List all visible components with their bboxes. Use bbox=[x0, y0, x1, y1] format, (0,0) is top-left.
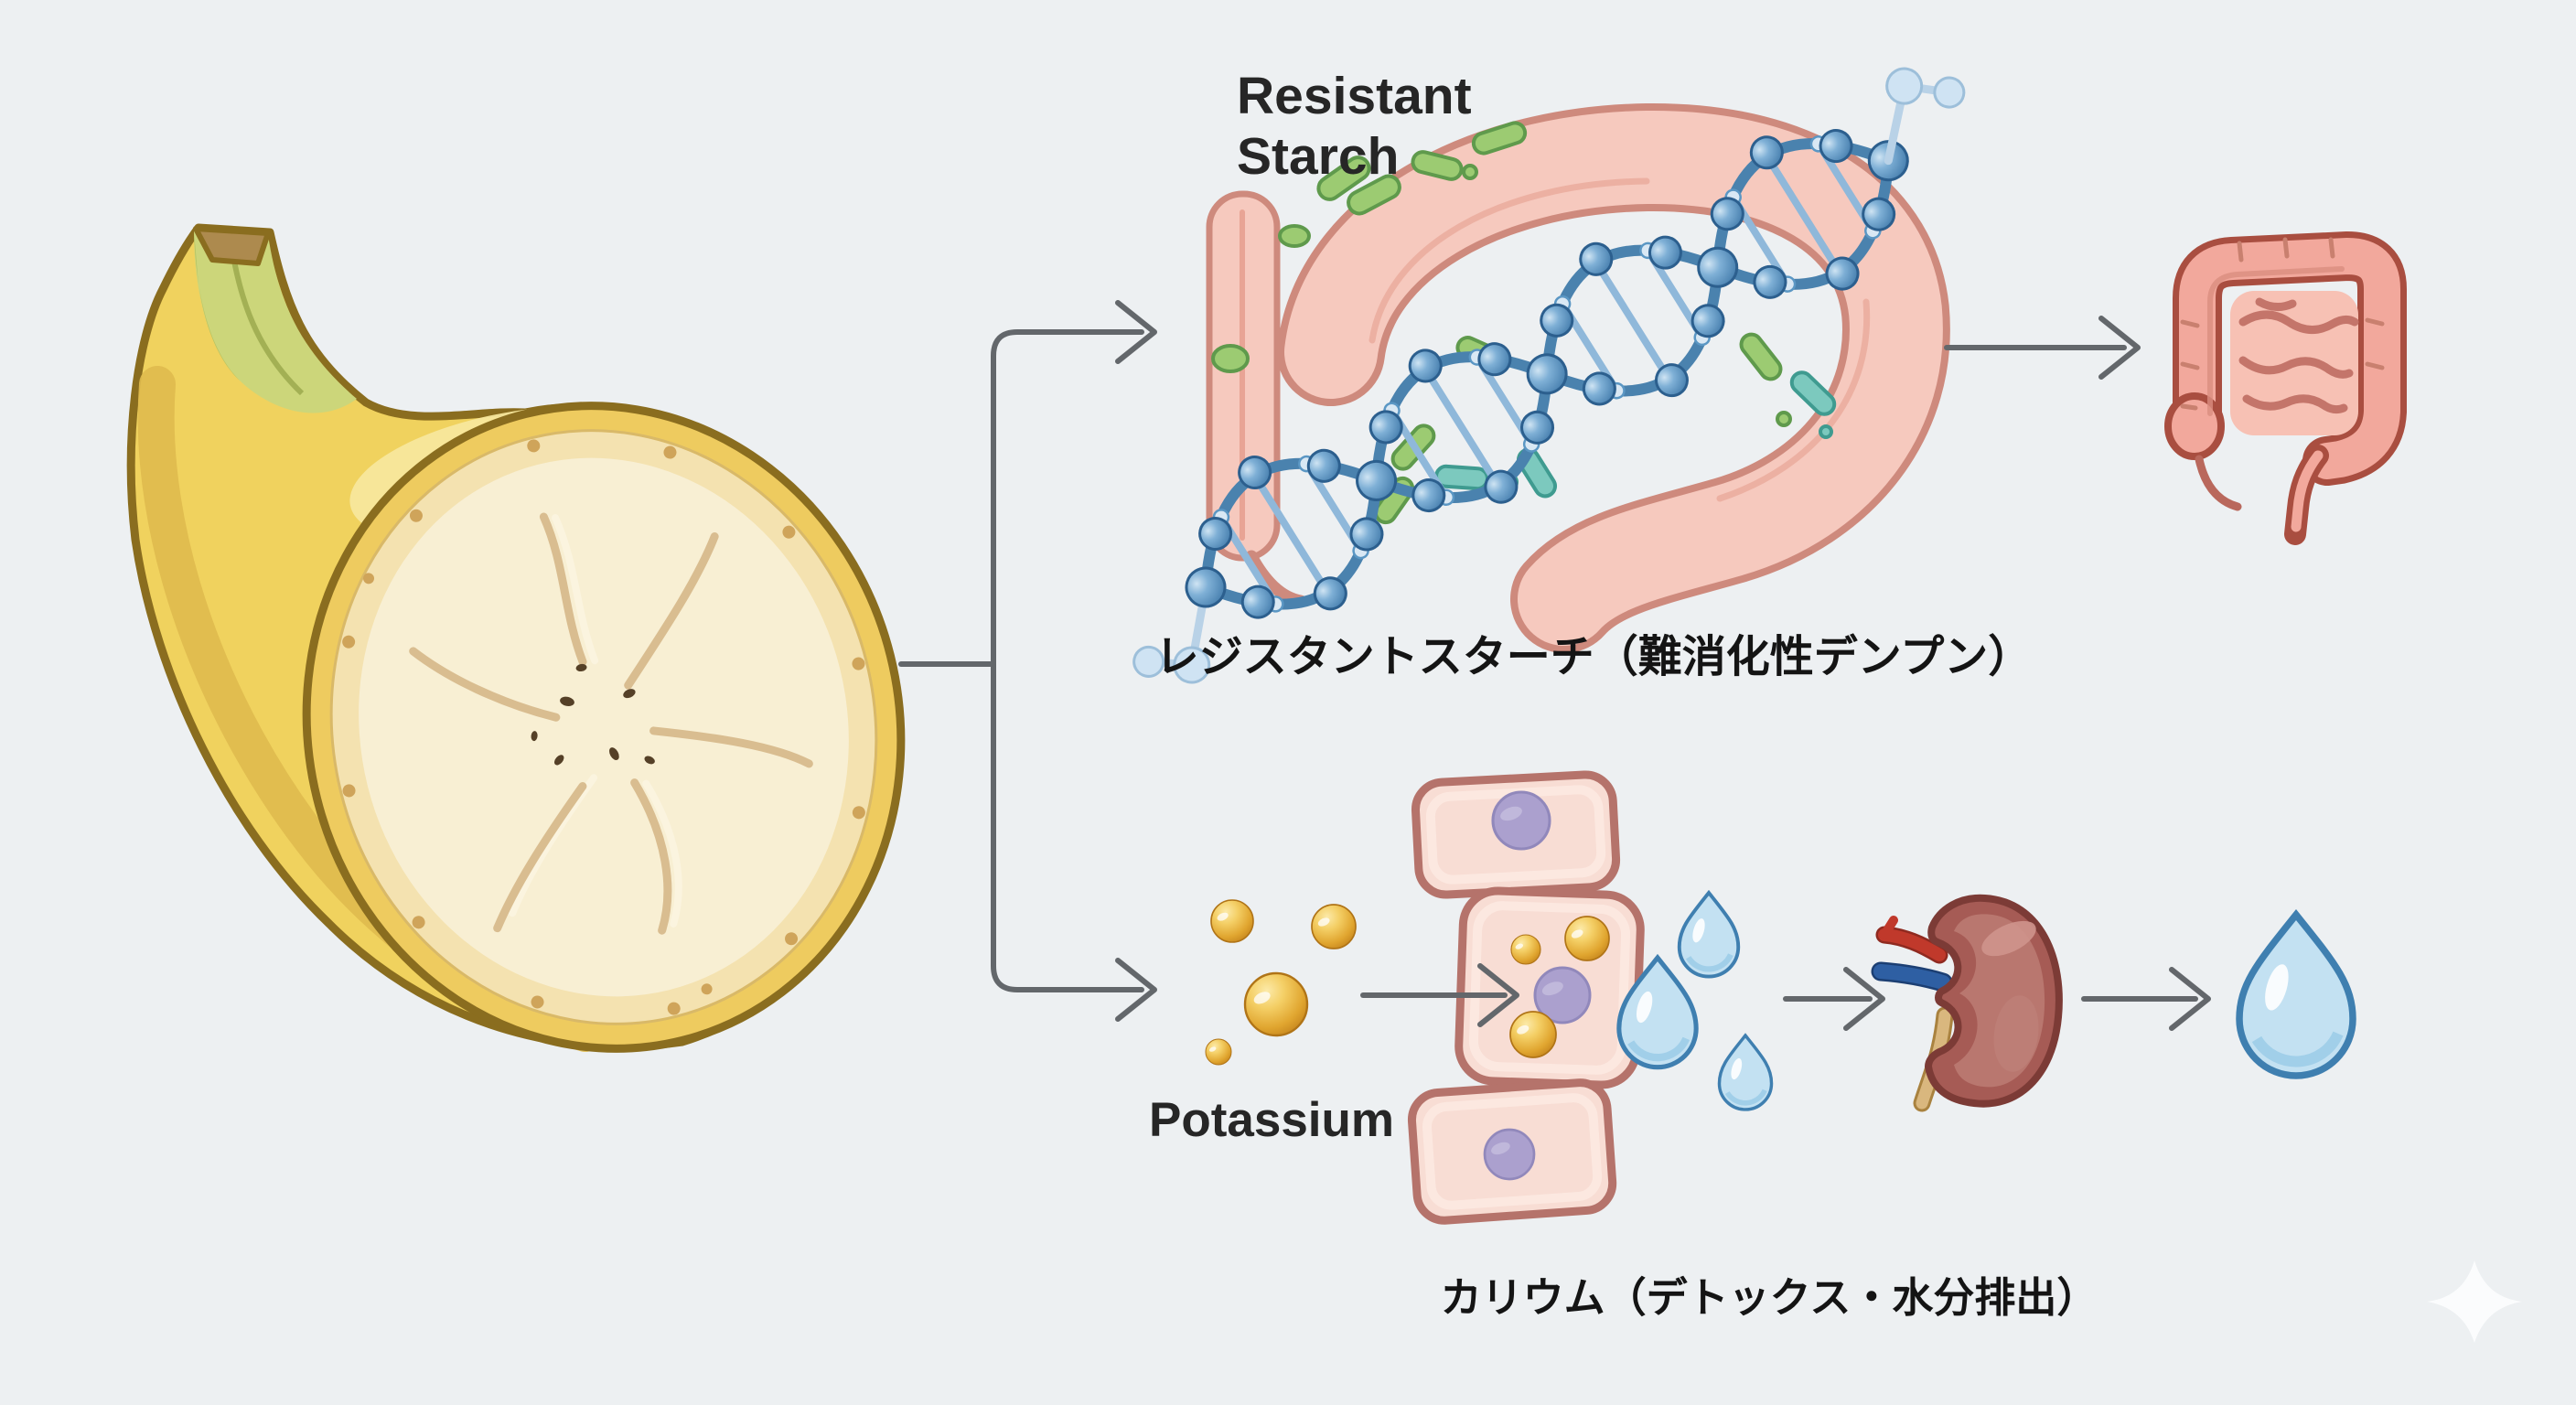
arrow-kidney-to-drop bbox=[2081, 970, 2208, 1028]
cell-nucleus bbox=[1485, 1130, 1534, 1179]
arrow-potassium-to-cells bbox=[1360, 966, 1517, 1024]
arrow-drops-to-kidney bbox=[1783, 970, 1883, 1028]
large-intestine-icon bbox=[2164, 231, 2407, 545]
cell-nucleus bbox=[1493, 792, 1550, 849]
starch-title-line1: Resistant bbox=[1237, 67, 1472, 125]
potassium-ions-icon bbox=[1206, 900, 1356, 1065]
sparkle-icon bbox=[2427, 1260, 2522, 1343]
starch-title: Resistant Starch bbox=[1237, 66, 1472, 187]
kidney-icon bbox=[1871, 894, 2063, 1112]
starch-caption-ja: レジスタントスターチ（難消化性デンプン） bbox=[1154, 633, 2033, 681]
resistant-starch-molecule-icon bbox=[1132, 67, 1966, 684]
potassium-title: Potassium bbox=[1149, 1093, 1395, 1147]
banana-stem bbox=[193, 226, 357, 413]
excreted-water-drop-icon bbox=[2239, 915, 2353, 1076]
arrow-starch-to-intestine bbox=[1944, 318, 2138, 377]
potassium-ion-in-cell bbox=[1511, 935, 1540, 964]
potassium-ion-in-cell bbox=[1510, 1012, 1556, 1057]
branch-connector bbox=[898, 303, 1154, 1019]
starch-title-line2: Starch bbox=[1237, 127, 1400, 186]
potassium-ion-in-cell bbox=[1565, 917, 1609, 960]
banana-seeds bbox=[531, 663, 655, 766]
banana-cut-face bbox=[302, 402, 906, 1053]
gut-with-bacteria-icon bbox=[1206, 102, 1950, 653]
banana-cross-section-icon bbox=[126, 223, 906, 1053]
potassium-caption-ja: カリウム（デトックス・水分排出） bbox=[1440, 1274, 2098, 1321]
intestinal-cells-icon bbox=[1407, 770, 1645, 1225]
